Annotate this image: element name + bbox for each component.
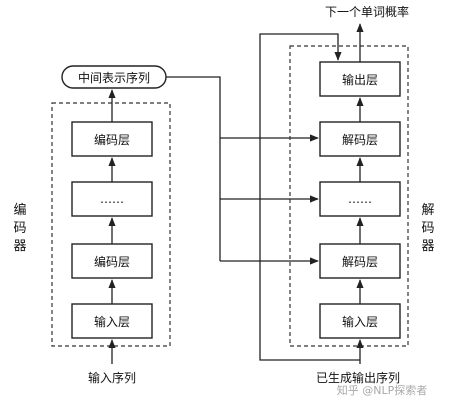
encoder-side-char-2: 码 (13, 221, 26, 236)
encoder-layer-bottom-label: 编码层 (94, 254, 130, 269)
watermark-text: 知乎 @NLP探索者 (337, 383, 428, 397)
encoder-input-layer-label: 输入层 (94, 314, 130, 329)
decoder-layer-bottom-label: 解码层 (342, 255, 378, 269)
encoder-layer-box-top (71, 121, 153, 157)
encoder-input-sequence-label: 输入序列 (88, 370, 136, 385)
decoder-output-layer-label: 输出层 (342, 72, 378, 87)
decoder-side-char-3: 器 (421, 239, 434, 254)
decoder-input-layer-box (319, 303, 401, 339)
encoder-layer-ellipsis-label: …… (100, 192, 124, 206)
encoder-side-char-3: 器 (13, 239, 26, 254)
generated-sequence-feedback-line (259, 33, 360, 361)
decoder-frame (289, 45, 409, 347)
encoder-layer-box-ellipsis (71, 181, 153, 217)
generated-output-sequence-label: 已生成输出序列 (316, 370, 400, 385)
decoder-input-layer-label: 输入层 (342, 314, 378, 329)
encoder-input-layer-box (71, 303, 153, 339)
decoder-side-char-2: 码 (421, 221, 434, 236)
intermediate-bus-line (166, 76, 221, 261)
encoder-side-char-1: 编 (13, 203, 26, 218)
encoder-layer-top-label: 编码层 (94, 132, 130, 147)
intermediate-representation-label: 中间表示序列 (78, 70, 150, 85)
decoder-output-layer-box (319, 61, 401, 97)
decoder-layer-top-label: 解码层 (342, 133, 378, 147)
decoder-layer-box-ellipsis (319, 181, 401, 217)
decoder-side-char-1: 解 (421, 203, 434, 218)
decoder-layer-ellipsis-label: …… (348, 192, 372, 206)
decoder-layer-box-bottom (319, 243, 401, 279)
next-word-probability-label: 下一个单词概率 (325, 4, 409, 19)
